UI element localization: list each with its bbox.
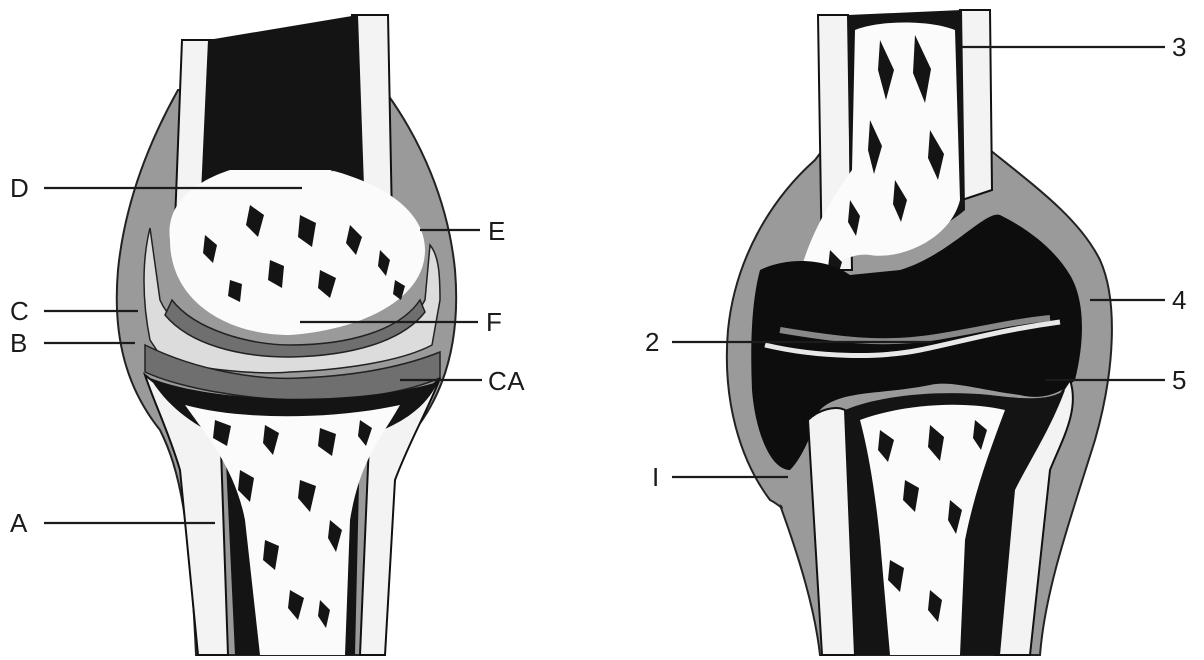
- label-c: C: [10, 296, 29, 326]
- label-e: E: [488, 216, 506, 246]
- label-1: I: [652, 462, 660, 492]
- label-b: B: [10, 328, 28, 358]
- diseased-joint: [727, 10, 1112, 655]
- label-5: 5: [1172, 365, 1187, 395]
- label-a: A: [10, 508, 28, 538]
- label-3: 3: [1172, 32, 1187, 62]
- normal-joint: [117, 15, 456, 655]
- label-2: 2: [645, 327, 660, 357]
- upper-bone-cortex-right-r: [960, 10, 992, 200]
- label-d: D: [10, 173, 29, 203]
- label-4: 4: [1172, 285, 1187, 315]
- label-f: F: [486, 307, 502, 337]
- label-ca: CA: [488, 366, 525, 396]
